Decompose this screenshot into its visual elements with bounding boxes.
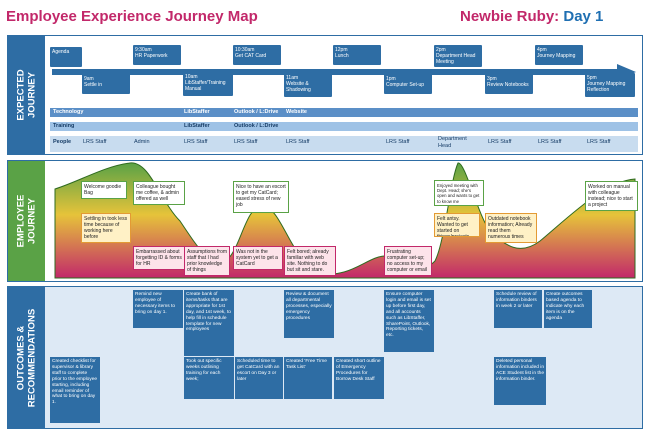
note-bored: Felt bored; already familiar with web si… [284,246,336,276]
people-row: People LRS Staff Admin LRS Staff LRS Sta… [50,136,638,152]
outcome-catcard-escort: Scheduled time to get CatCard with an es… [235,357,283,399]
people-cell: LRS Staff [83,139,107,145]
emotion-curve-chart [54,162,636,279]
note-assumptions: Assumptions from staff that I had prior … [184,246,230,276]
note-embarrassed: Embarrassed about forgetting ID & forms … [133,246,185,270]
outcome-remind-items: Remind new employee of necessary items t… [133,290,183,328]
outcome-free-time-list: Created 'Free Time Task List' [284,357,332,399]
outcome-document-processes: Review & document all departmental proce… [284,290,334,338]
emotion-curve [54,162,636,279]
training-cell: LibStaffer [184,123,210,129]
technology-cell: Outlook / L:Drive [234,109,279,115]
note-antsy: Felt antsy. Wanted to get started on thi… [434,213,480,237]
expected-journey-label: EXPECTED JOURNEY [8,36,45,154]
persona-title: Newbie Ruby: Day 1 [460,8,603,25]
note-manual-project: Worked on manual with colleague instead;… [585,181,638,211]
outcome-schedule-binders: Schedule review of information binders i… [494,290,542,328]
note-outdated-notebook: Outdated notebook information; Already r… [485,213,537,243]
note-welcome-bag: Welcome goodie Bag [81,181,127,199]
people-row-label: People [53,139,72,145]
day-label: Day 1 [563,8,604,25]
people-cell: LRS Staff [538,139,562,145]
technology-cell: Website [286,109,307,115]
employee-journey-label: EMPLOYEE JOURNEY [8,161,45,281]
note-dept-head: Enjoyed meeting with Dept. Head; she's o… [434,180,484,206]
technology-row: Technology LibStaffer Outlook / L:Drive … [50,108,638,117]
outcome-agenda: Create outcomes based agenda to indicate… [544,290,592,328]
outcome-deleted-info: Deleted personal information included in… [494,357,546,405]
note-coffee: Colleague bought me coffee, & admin offe… [133,181,185,205]
outcome-task-bank: Create bank of items/tasks that are appr… [184,290,234,356]
training-row-label: Training [53,123,75,129]
note-escort-catcard: Nice to have an escort to get my CatCard… [233,181,289,213]
people-cell: LRS Staff [488,139,512,145]
timeline-agenda[interactable]: Agenda [50,47,82,67]
people-cell: LRS Staff [234,139,258,145]
people-cell: Admin [134,139,150,145]
people-cell: LRS Staff [184,139,208,145]
outcomes-label: OUTCOMES & RECOMMENDATIONS [8,287,45,428]
people-cell: LRS Staff [386,139,410,145]
outcome-emergency-procedures: Created short outline of Emergency Proce… [334,357,384,399]
training-row: Training LibStaffer Outlook / L:Drive [50,122,638,131]
outcome-computer-login: Ensure computer login and email is set u… [384,290,434,352]
persona-name: Newbie Ruby: [460,8,560,25]
timeline-arrow [52,64,636,80]
outcome-weekly-training: Took out specific weeks outlining traini… [184,357,234,399]
note-not-in-system: Was not in the system yet to get a CatCa… [233,246,283,270]
note-settling-in: Settling in took less time because of wo… [81,213,131,243]
page-title: Employee Experience Journey Map [6,8,258,25]
technology-cell: LibStaffer [184,109,210,115]
note-computer-setup: Frustrating computer set-up; no access t… [384,246,432,276]
technology-row-label: Technology [53,109,84,115]
training-cell: Outlook / L:Drive [234,123,279,129]
people-cell: LRS Staff [587,139,611,145]
people-cell: Department Head [438,136,467,149]
outcome-checklist: Created checklist for supervisor & libra… [50,357,100,423]
people-cell: LRS Staff [286,139,310,145]
